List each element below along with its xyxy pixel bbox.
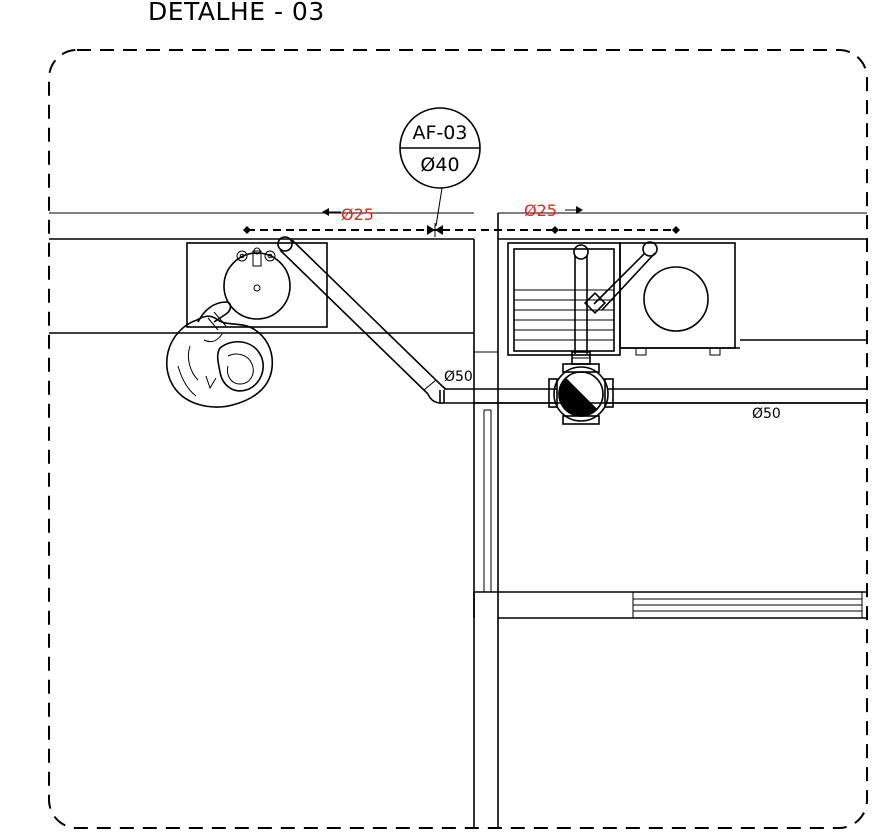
water-supply-line bbox=[243, 206, 680, 237]
washing-machine bbox=[619, 242, 740, 356]
drain-pipes bbox=[277, 236, 867, 404]
tag-leader bbox=[435, 187, 443, 227]
tag-bottom-label: Ø40 bbox=[420, 154, 459, 176]
drain-right-label: Ø50 bbox=[752, 406, 781, 422]
supply-left-label: Ø25 bbox=[341, 205, 374, 224]
tag-top-label: AF-03 bbox=[413, 122, 468, 144]
detail-title: DETALHE - 03 bbox=[148, 0, 325, 26]
person-figure bbox=[166, 301, 274, 408]
tag-bubble bbox=[399, 107, 481, 189]
walls bbox=[49, 212, 867, 828]
supply-right-label: Ø25 bbox=[524, 201, 557, 220]
lavatory bbox=[186, 242, 328, 328]
laundry-tank bbox=[507, 242, 621, 356]
detail-boundary bbox=[48, 49, 868, 829]
floor-drain bbox=[548, 363, 614, 425]
drain-mid-label: Ø50 bbox=[444, 369, 473, 385]
